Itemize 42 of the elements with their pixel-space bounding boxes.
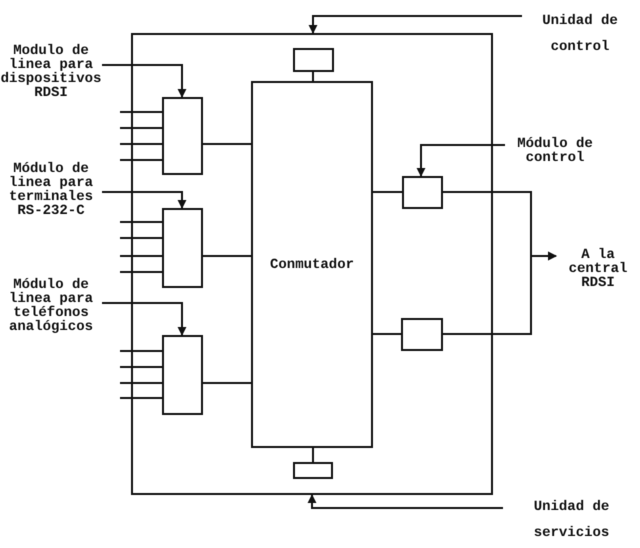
module-box	[162, 97, 203, 175]
label-text: Unidad de servicios	[503, 494, 640, 546]
leader-line	[102, 302, 186, 336]
frame-box	[131, 33, 493, 495]
module-box	[162, 208, 203, 288]
label-text: Módulo de linea para terminales RS-232-C	[0, 162, 102, 218]
input-line	[120, 111, 162, 113]
input-line	[120, 143, 162, 145]
connection-line	[312, 72, 314, 81]
connection-line	[373, 333, 401, 335]
switch-box: Conmutador	[251, 81, 373, 448]
input-line	[120, 127, 162, 129]
control-box	[402, 176, 443, 209]
connection-line	[443, 252, 557, 335]
connection-line	[312, 448, 314, 462]
label-text: Unidad de control	[522, 8, 638, 78]
control-box	[401, 318, 443, 351]
label-text: A la central RDSI	[556, 248, 640, 290]
input-line	[120, 366, 162, 368]
leader-line	[308, 494, 503, 509]
input-line	[120, 237, 162, 239]
leader-line	[416, 144, 505, 177]
connection-line	[203, 255, 251, 257]
module-box	[162, 335, 203, 415]
input-line	[120, 221, 162, 223]
input-line	[120, 397, 162, 399]
block-box	[293, 462, 333, 479]
leader-line	[102, 64, 186, 98]
connection-line	[203, 382, 251, 384]
input-line	[120, 382, 162, 384]
input-line	[120, 350, 162, 352]
connection-line	[373, 191, 402, 193]
label-text: Modulo de linea para dispositivos RDSI	[0, 44, 102, 100]
input-line	[120, 255, 162, 257]
input-line	[120, 159, 162, 161]
leader-line	[308, 15, 522, 34]
leader-line	[102, 191, 186, 209]
label-text: Módulo de control	[505, 137, 605, 165]
block-box	[293, 48, 334, 72]
connection-line	[203, 143, 251, 145]
label-text: Módulo de linea para teléfonos analógicos	[0, 278, 102, 334]
input-line	[120, 271, 162, 273]
